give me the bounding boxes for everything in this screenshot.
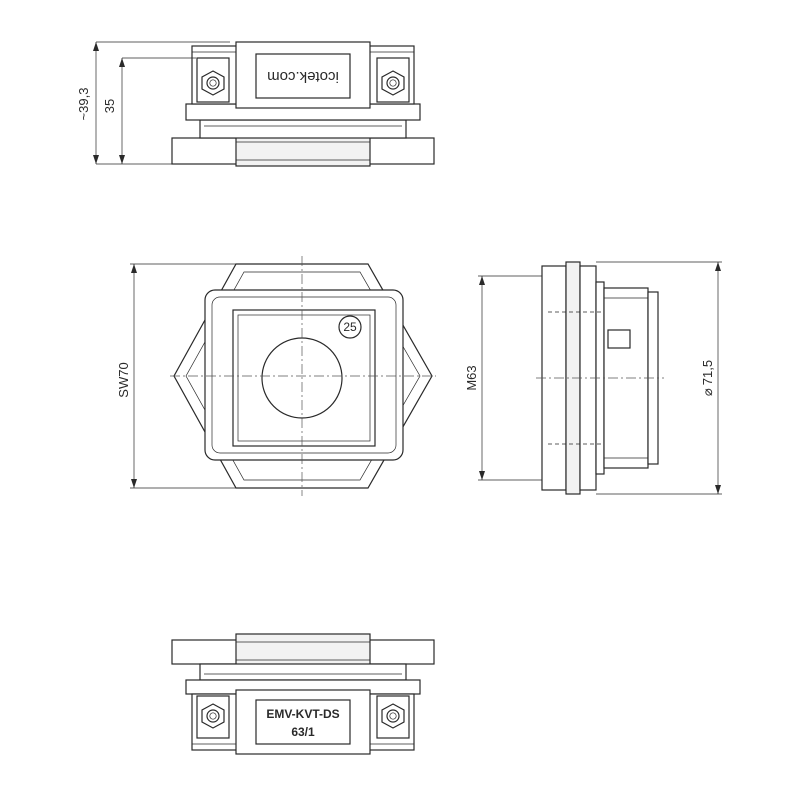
dimension-body-height: 35 <box>102 57 196 164</box>
insert-size-label: 25 <box>343 320 357 334</box>
outer-diameter-label: ⌀71,5 <box>700 360 715 396</box>
hex-nut-icon <box>201 70 225 96</box>
bottom-view-neck <box>199 663 407 681</box>
brand-text: icotek.com <box>267 68 339 85</box>
insert-size-badge: 25 <box>338 315 362 339</box>
top-view-thread-ring <box>235 135 371 167</box>
thread-label: M63 <box>464 365 479 390</box>
side-view-tab <box>607 329 631 349</box>
bottom-view-thread-ring <box>235 633 371 667</box>
dimension-overall-height: ~39,3 <box>76 41 230 165</box>
brand-plate <box>255 53 351 99</box>
hex-nut-icon <box>381 70 405 96</box>
front-view: 25 SW70 <box>116 256 436 496</box>
top-view-neck <box>199 119 407 139</box>
part-name-label: EMV-KVT-DS <box>266 707 339 721</box>
dimension-wrench-size: SW70 <box>116 263 236 489</box>
part-size-label: 63/1 <box>291 725 315 739</box>
part-label-plate <box>255 699 351 745</box>
dimension-outer-diameter: ⌀71,5 <box>596 261 722 495</box>
diameter-icon: ⌀ <box>700 388 715 396</box>
top-view: icotek.com ~39,3 35 <box>76 41 435 167</box>
hex-nut-icon <box>201 703 225 729</box>
hex-nut-icon <box>381 703 405 729</box>
wrench-size-label: SW70 <box>116 362 131 397</box>
overall-height-label: ~39,3 <box>76 88 91 121</box>
bottom-view: EMV-KVT-DS 63/1 <box>171 633 435 755</box>
side-view: M63 ⌀71,5 <box>464 261 722 495</box>
dimension-thread: M63 <box>464 275 542 481</box>
body-height-label: 35 <box>102 99 117 113</box>
